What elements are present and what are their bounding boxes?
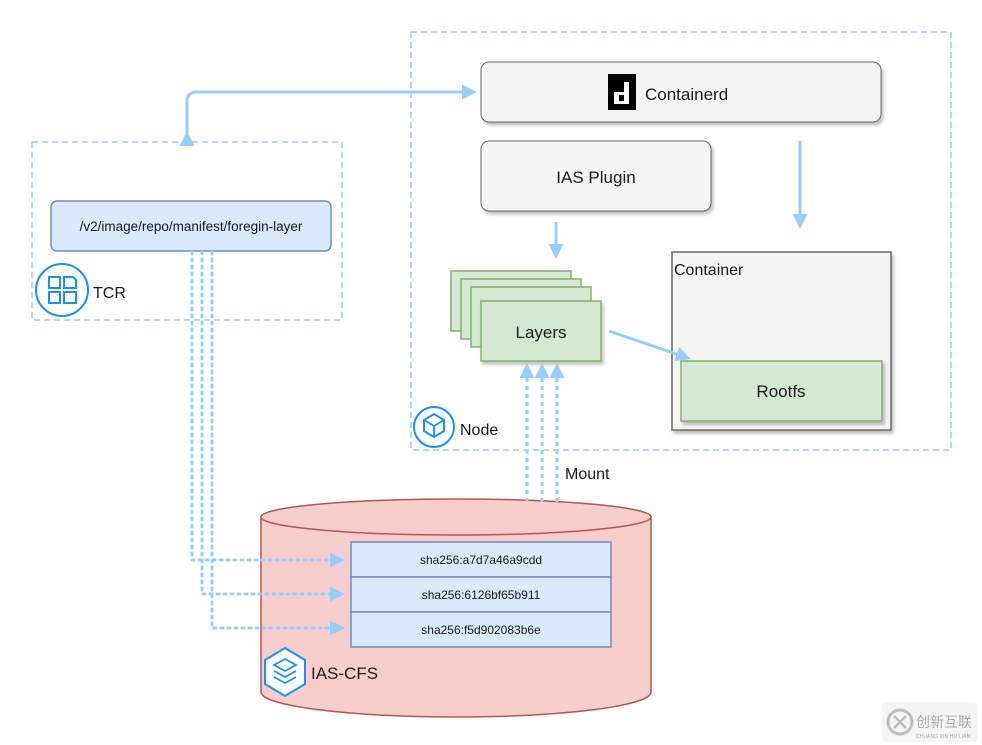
node-label: Node [460, 422, 498, 439]
layers-label: Layers [515, 323, 566, 342]
watermark-logo: 创新互联 CHUANG XIN HU LIAN [882, 702, 978, 742]
container-label: Container [674, 262, 744, 279]
hash-row-1: sha256:a7d7a46a9cdd [420, 553, 542, 567]
containerd-box: Containerd [480, 61, 882, 123]
tcr-endpoint-label: /v2/image/repo/manifest/foregin-layer [80, 219, 303, 234]
hash-table: sha256:a7d7a46a9cdd sha256:6126bf65b911 … [350, 541, 612, 648]
rootfs-box [680, 360, 883, 422]
tcr-icon [35, 263, 89, 317]
arrow-layers-rootfs [608, 329, 691, 362]
arrows-mount [519, 363, 565, 502]
hash-row-2: sha256:6126bf65b911 [422, 588, 541, 602]
ias-cfs-label: IAS-CFS [311, 664, 378, 683]
rootfs-label: Rootfs [756, 382, 805, 401]
container-box: Container Rootfs [671, 251, 892, 431]
layers-stack: Layers [450, 270, 602, 362]
ias-cfs-icon [264, 646, 306, 698]
node-boundary [410, 31, 952, 451]
node-icon [413, 406, 455, 448]
tcr-endpoint-box: /v2/image/repo/manifest/foregin-layer [50, 200, 332, 252]
ias-plugin-box: IAS Plugin [480, 140, 712, 212]
mount-label: Mount [565, 466, 610, 483]
tcr-label: TCR [93, 285, 126, 302]
containerd-label: Containerd [645, 85, 728, 104]
arrows-solid [179, 84, 808, 362]
watermark-text: 创新互联 [916, 715, 972, 731]
arrows-dotted [190, 250, 345, 636]
ias-plugin-label: IAS Plugin [556, 168, 635, 187]
watermark-subtext: CHUANG XIN HU LIAN [916, 734, 970, 740]
arrow-tcr-containerd [179, 84, 477, 146]
hash-row-3: sha256:f5d902083b6e [421, 623, 541, 637]
containerd-logo-icon [608, 74, 636, 110]
